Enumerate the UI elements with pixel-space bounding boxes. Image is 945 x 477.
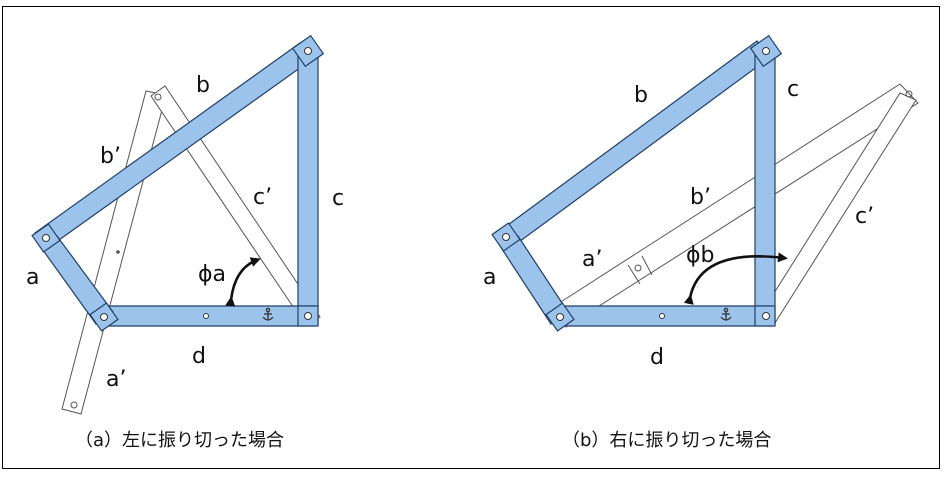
pivot-icon: [203, 313, 209, 319]
label-c: c: [332, 186, 344, 211]
pivot-icon: [42, 234, 50, 242]
panel-b-bars: [491, 34, 783, 332]
pivot-icon: [502, 233, 510, 241]
label-b-prime: b’: [690, 185, 711, 210]
figure-frame: [2, 6, 940, 469]
caption-a: （a）左に振り切った場合: [75, 430, 284, 451]
pivot-icon: [905, 90, 913, 98]
angle-arrow-b: [683, 252, 788, 305]
anchor-icon: [262, 307, 274, 321]
pivot-icon: [100, 313, 108, 321]
pivot-icon: [154, 93, 162, 101]
pivot-icon: [304, 47, 312, 55]
pivot-icon: [70, 401, 78, 409]
pivot-icon: [556, 313, 564, 321]
label-a: a: [483, 265, 496, 290]
link-b: [34, 42, 312, 251]
label-c: c: [787, 77, 799, 102]
label-d: d: [650, 345, 664, 370]
panel-a: a b c d a’ b’ c’ ϕa （a）左に振り切った場合: [26, 34, 344, 451]
link-c-prime-ghost: [150, 85, 321, 327]
label-phi-a: ϕa: [198, 262, 226, 287]
pivot-icon: [634, 264, 642, 272]
link-a-prime-marker: [641, 255, 653, 276]
label-c-prime: c’: [253, 185, 272, 210]
label-c-prime: c’: [855, 204, 874, 229]
link-c: [754, 51, 776, 326]
caption-b: （b）右に振り切った場合: [562, 430, 771, 451]
label-d: d: [192, 344, 206, 369]
label-b: b: [196, 73, 210, 98]
link-a-prime-ghost: [61, 90, 167, 415]
pivot-icon: [762, 47, 770, 55]
label-phi-b: ϕb: [686, 243, 714, 268]
pivot-icon: [116, 250, 120, 254]
panel-b: a b c d a’ b’ c’ ϕb （b）右に振り切った場合: [483, 34, 919, 451]
label-a: a: [26, 265, 39, 290]
pivot-icon: [659, 313, 665, 319]
anchor-icon: [720, 307, 732, 321]
label-a-prime: a’: [582, 247, 602, 272]
label-b: b: [634, 83, 648, 108]
angle-arrow-a: [225, 257, 261, 307]
label-b-prime: b’: [100, 144, 121, 169]
pivot-icon: [762, 312, 770, 320]
pivot-icon: [304, 312, 312, 320]
label-a-prime: a’: [106, 367, 126, 392]
link-a-prime-marker: [627, 264, 641, 285]
panel-b-pins: [502, 47, 770, 321]
panel-a-bars: [31, 34, 325, 332]
link-c: [297, 51, 319, 326]
panel-a-pins: [42, 47, 312, 321]
